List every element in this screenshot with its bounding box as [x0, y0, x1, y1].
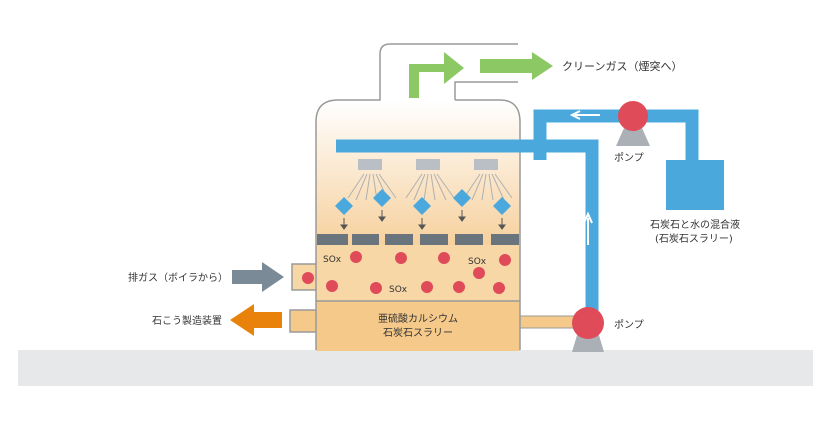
slurry-outlet-pipe [519, 315, 577, 329]
droplet-icon [373, 189, 391, 207]
pump-bottom-label: ポンプ [614, 319, 644, 331]
pump-bottom-body [572, 307, 604, 339]
clean-gas-arrow-up [409, 52, 464, 98]
nozzle-icon [474, 159, 498, 170]
sox-particles [302, 251, 511, 294]
gypsum-label: 石こう製造装置 [152, 314, 222, 327]
tank-middle [316, 245, 520, 301]
flow-arrow-left [569, 110, 600, 120]
droplet-icon [413, 197, 431, 215]
clean-gas-label: クリーンガス（煙突へ） [562, 59, 682, 73]
nozzle-icon [358, 159, 382, 170]
pump-top-label: ポンプ [614, 152, 644, 164]
pump-top-body [618, 101, 648, 131]
sox-label-1: SOx [323, 255, 342, 265]
pump-top [616, 101, 650, 146]
supply-pipe [533, 109, 699, 166]
clean-gas-arrow-right [480, 52, 553, 80]
sox-label-3: SOx [389, 285, 408, 295]
gypsum-arrow [230, 304, 282, 336]
droplet-icon [335, 197, 353, 215]
gypsum-outlet-duct [289, 309, 316, 333]
slurry-feed-tank [666, 160, 724, 210]
tower-outline [315, 43, 521, 350]
tank-bottom [316, 301, 520, 351]
pump-icon [616, 128, 650, 146]
exhaust-arrow [232, 262, 284, 292]
flow-arrow-up [583, 211, 593, 245]
tank-label-2: 石炭石スラリー [383, 327, 453, 339]
tower-interior [316, 100, 520, 250]
packing-tray [317, 234, 519, 245]
droplet-icon [453, 189, 471, 207]
ground [18, 350, 813, 386]
tank-label-1: 亜硫酸カルシウム [378, 312, 458, 325]
slurry-feed-label-2: (石炭石スラリー) [655, 233, 733, 245]
nozzle-icon [416, 159, 440, 170]
pump-bottom [572, 307, 604, 352]
spray-nozzles [358, 159, 498, 170]
circulation-pipe [336, 139, 599, 312]
exhaust-label: 排ガス（ボイラから） [128, 271, 228, 284]
slurry-feed-label-1: 石炭石と水の混合液 [650, 218, 740, 231]
pump-icon [572, 332, 604, 352]
sox-label-2: SOx [468, 257, 487, 267]
droplet-icon [493, 197, 511, 215]
droplets [335, 189, 511, 215]
droplet-arrows [340, 210, 506, 230]
